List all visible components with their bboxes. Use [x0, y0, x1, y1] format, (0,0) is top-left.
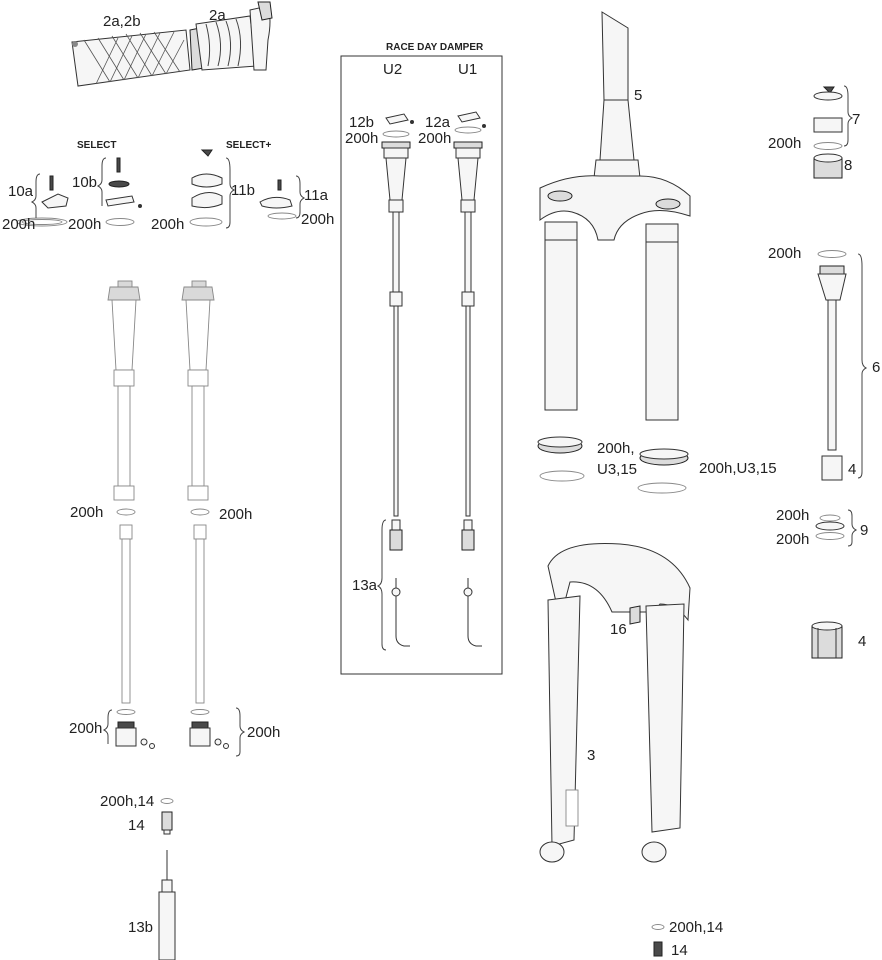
label-14-bottom: 14 [671, 942, 688, 959]
label-select-plus-200h: 200h [151, 216, 184, 233]
select-plus-remote [189, 149, 223, 227]
base-valve-left [115, 721, 155, 749]
select-remote-cover-10b [105, 157, 142, 226]
label-11a-200h: 200h [301, 211, 334, 228]
label-base-left-200h: 200h [69, 720, 102, 737]
damper-cartridge-6 [817, 250, 847, 481]
column-u1: U1 [458, 61, 477, 78]
air-spring-assembly-right [181, 280, 215, 715]
damper-u1 [453, 111, 486, 647]
label-4-bottom: 4 [858, 633, 866, 650]
race-day-damper-title: RACE DAY DAMPER [386, 42, 484, 53]
fastener-14-bottom [651, 924, 665, 957]
label-14-top: 14 [128, 817, 145, 834]
select-header: SELECT [77, 140, 116, 151]
fastener-14-and-rod-13b [158, 798, 176, 960]
label-10b-200h: 200h [68, 216, 101, 233]
label-8: 8 [844, 157, 852, 174]
label-10b: 10b [72, 174, 97, 191]
label-6-200h: 200h [768, 245, 801, 262]
label-12a: 12a [425, 114, 451, 131]
select-remote-lever-10a [16, 175, 69, 227]
label-14-bottom-200h: 200h,14 [669, 919, 723, 936]
label-11a: 11a [304, 187, 329, 204]
seal-kit-9 [815, 514, 845, 540]
base-valve-right [189, 721, 229, 749]
air-spring-assembly-left [107, 280, 141, 715]
label-6: 6 [872, 359, 880, 376]
dust-seals-left [537, 436, 585, 482]
select-plus-lever-11a [259, 179, 297, 220]
label-3: 3 [587, 747, 595, 764]
label-2a-2b: 2a,2b [103, 13, 141, 30]
label-13b: 13b [128, 919, 153, 936]
label-9: 9 [860, 522, 868, 539]
column-u2: U2 [383, 61, 402, 78]
label-seal-right: 200h,U3,15 [699, 460, 777, 477]
label-9-200h-top: 200h [776, 507, 809, 524]
label-13a: 13a [352, 577, 378, 594]
label-7-200h: 200h [768, 135, 801, 152]
label-base-right-200h: 200h [247, 724, 280, 741]
bushing-4 [811, 621, 843, 659]
label-16: 16 [610, 621, 627, 638]
label-seal-left-line2: U3,15 [597, 461, 637, 478]
crown-steerer-upper-tubes-5 [539, 11, 691, 421]
label-12b-200h: 200h [345, 130, 378, 147]
label-4-top: 4 [848, 461, 856, 478]
damper-u2 [381, 113, 414, 647]
lower-legs-3 [539, 543, 691, 863]
label-10a-200h: 200h [2, 216, 35, 233]
label-seal-left-line1: 200h, [597, 440, 635, 457]
label-14-top-200h: 200h,14 [100, 793, 154, 810]
label-12b: 12b [349, 114, 374, 131]
compression-damper-8 [813, 153, 843, 179]
label-11b: 11b [231, 182, 255, 199]
label-spring-left-200h: 200h [70, 504, 103, 521]
select-plus-header: SELECT+ [226, 140, 271, 151]
label-5: 5 [634, 87, 642, 104]
label-10a: 10a [8, 183, 34, 200]
label-7: 7 [852, 111, 860, 128]
race-day-damper-panel [340, 55, 503, 675]
label-spring-right-200h: 200h [219, 506, 252, 523]
label-2a: 2a [209, 7, 226, 24]
top-cap-7 [813, 86, 843, 150]
grip-shifter-part [71, 1, 273, 87]
dust-seals-right [637, 448, 689, 494]
label-12a-200h: 200h [418, 130, 451, 147]
label-9-200h-bottom: 200h [776, 531, 809, 548]
